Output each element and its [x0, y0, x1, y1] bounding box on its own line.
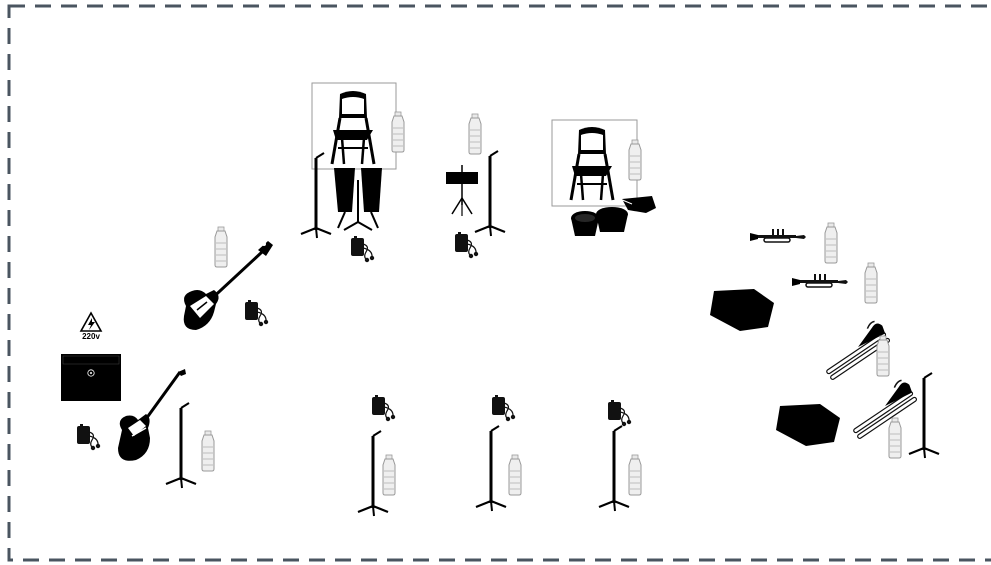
chair-icon	[569, 125, 615, 202]
in-ear-pack-icon	[244, 299, 269, 327]
floor-monitor-icon	[710, 289, 774, 331]
water-bottle-icon	[508, 454, 522, 496]
mic-stand-icon	[473, 149, 507, 238]
in-ear-pack-icon	[607, 399, 632, 427]
floor-monitor-icon	[776, 404, 840, 446]
power-label: 220v	[82, 332, 100, 341]
bongos-icon	[571, 207, 628, 236]
chair-icon	[330, 89, 376, 166]
conga-drums-icon	[334, 168, 382, 231]
electric-guitar-icon	[118, 369, 186, 461]
in-ear-pack-icon	[491, 394, 516, 422]
cowbell-icon	[619, 196, 656, 213]
mic-stand-icon	[474, 424, 508, 513]
in-ear-pack-icon	[76, 423, 101, 451]
water-bottle-icon	[864, 262, 878, 304]
trumpet-icon	[749, 228, 807, 243]
amplifier-icon	[61, 354, 121, 401]
timbales-icon	[446, 165, 478, 216]
in-ear-pack-icon	[454, 231, 479, 259]
in-ear-pack-icon	[371, 394, 396, 422]
trumpet-icon	[791, 273, 849, 288]
water-bottle-icon	[876, 335, 890, 377]
stage-border	[7, 4, 991, 562]
water-bottle-icon	[382, 454, 396, 496]
in-ear-pack-icon	[350, 235, 375, 263]
trombone-icon	[844, 376, 920, 440]
water-bottle-icon	[888, 417, 902, 459]
water-bottle-icon	[201, 430, 215, 472]
water-bottle-icon	[628, 454, 642, 496]
bass-guitar-icon	[183, 241, 273, 330]
mic-stand-icon	[164, 401, 198, 490]
mic-stand-icon	[907, 371, 941, 460]
water-bottle-icon	[391, 111, 405, 153]
water-bottle-icon	[468, 113, 482, 155]
power-outlet-icon: 220v	[79, 311, 103, 341]
water-bottle-icon	[824, 222, 838, 264]
water-bottle-icon	[628, 139, 642, 181]
water-bottle-icon	[214, 226, 228, 268]
mic-stand-icon	[597, 424, 631, 513]
mic-stand-icon	[299, 151, 333, 240]
